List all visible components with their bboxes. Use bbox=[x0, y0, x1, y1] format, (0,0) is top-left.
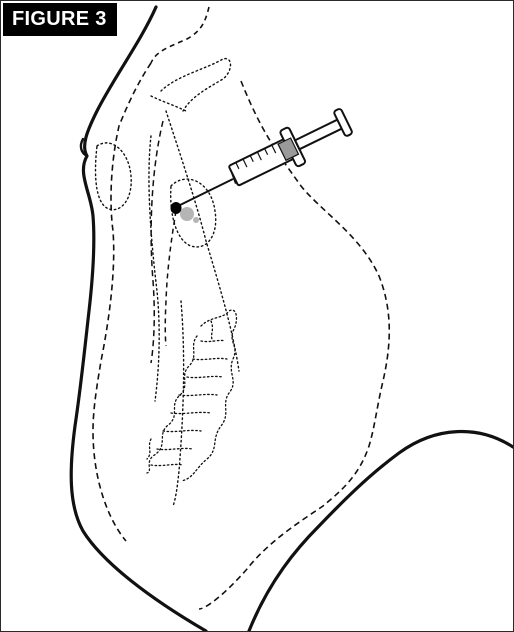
dotted-ear-structure bbox=[161, 59, 231, 111]
syringe-icon bbox=[176, 103, 355, 207]
injection-spread-small bbox=[193, 217, 199, 223]
dotted-eye-orbit bbox=[96, 143, 132, 210]
dotted-upper-curve bbox=[151, 96, 186, 111]
jaw-outline bbox=[249, 432, 513, 631]
needle-icon bbox=[176, 179, 233, 207]
dotted-muscle-right bbox=[166, 111, 239, 371]
dashed-inner-face bbox=[93, 63, 151, 541]
dashed-neck-curve-1 bbox=[151, 121, 163, 363]
dashed-hairline bbox=[151, 7, 209, 63]
dotted-vertebral-texture bbox=[147, 310, 236, 481]
injection-point bbox=[171, 202, 182, 214]
injection-spread bbox=[180, 207, 194, 221]
face-outline bbox=[71, 7, 206, 631]
dashed-neck-curve-2 bbox=[165, 211, 176, 346]
